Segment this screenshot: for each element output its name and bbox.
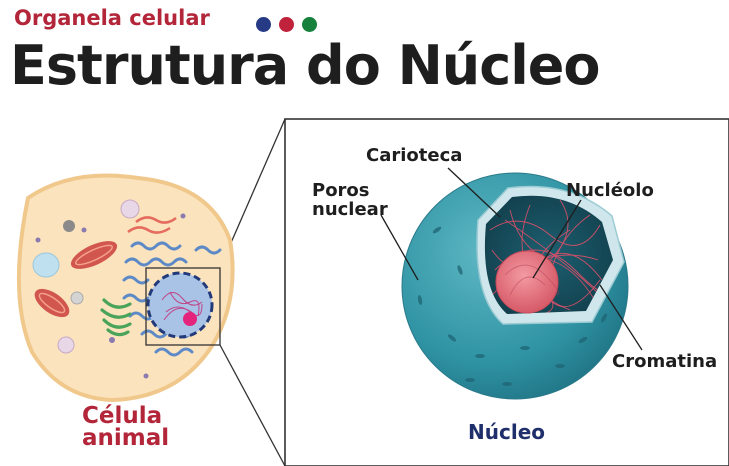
cell-caption: Célula animal (82, 403, 170, 451)
leader-lines (380, 167, 643, 351)
dot-red (279, 17, 294, 32)
page-title: Estrutura do Núcleo (10, 34, 600, 97)
nucleus-caption: Núcleo (468, 420, 545, 444)
vacuole (32, 252, 60, 278)
label-cromatina: Cromatina (612, 351, 718, 372)
nuclear-pores (417, 226, 608, 386)
nucleolus (495, 250, 559, 314)
nucleus-illustration (401, 172, 629, 400)
label-poros: Poros nuclear (312, 181, 388, 219)
animal-cell (16, 173, 235, 403)
zoom-line-bottom (219, 344, 286, 466)
label-poros-line1: Poros (312, 180, 370, 201)
cell-caption-line1: Célula (82, 403, 163, 429)
leader-cromatina (599, 284, 643, 351)
kicker-title: Organela celular (14, 6, 210, 30)
mitochondria (34, 241, 118, 318)
cell-nucleus (146, 271, 214, 339)
leader-poros (380, 214, 419, 281)
leader-carioteca (447, 167, 501, 218)
label-nucleolo: Nucléolo (566, 180, 654, 201)
color-dots (256, 17, 317, 32)
smooth-er (127, 216, 177, 234)
zoom-box (145, 267, 221, 346)
cell-caption-line2: animal (82, 425, 170, 451)
cell-nucleolus (183, 312, 197, 326)
label-carioteca: Carioteca (366, 145, 463, 166)
dot-navy (256, 17, 271, 32)
label-poros-line2: nuclear (312, 199, 388, 220)
leader-nucleolo (532, 199, 582, 279)
dot-green (302, 17, 317, 32)
golgi-apparatus (100, 298, 132, 337)
